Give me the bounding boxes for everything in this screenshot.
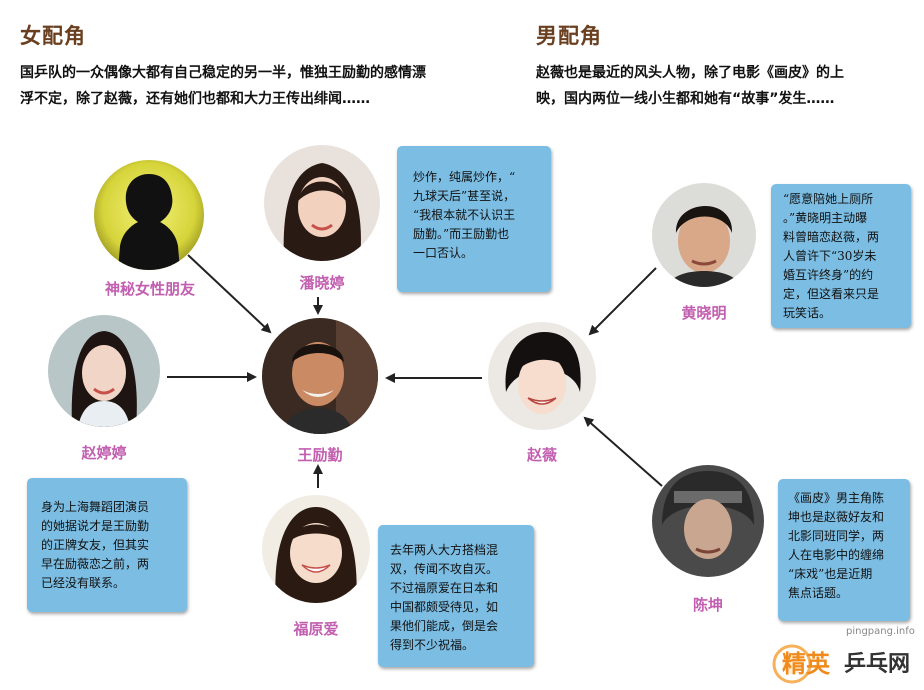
- wang-liqin-name: 王励勤: [297, 446, 343, 464]
- ping-pong-logo-icon: [772, 644, 812, 684]
- huang-xiaoming-note: “愿意陪她上厕所 。”黄晓明主动曝 料曾暗恋赵薇，两 人曾许下“30岁未 婚互许…: [771, 184, 911, 328]
- note-line: 身为上海舞蹈团演员: [41, 500, 150, 514]
- zhao-tingting-name: 赵婷婷: [81, 444, 127, 462]
- pan-xiaoting-name: 潘晓婷: [299, 274, 345, 292]
- huang-xiaoming-name: 黄晓明: [681, 304, 727, 322]
- note-line: 早在励薇恋之前，两: [41, 557, 150, 571]
- zhao-tingting-avatar: [48, 315, 160, 427]
- female-section-title: 女配角: [20, 24, 86, 48]
- male-section-desc: 赵薇也是最近的风头人物，除了电影《画皮》的上 映，国内两位一线小生都和她有“故事…: [536, 60, 916, 112]
- watermark-url: pingpang.info: [846, 626, 915, 637]
- note-line: 中国都颇受待见，如: [390, 600, 499, 614]
- note-line: 婚互许终身”的约: [783, 268, 874, 282]
- zhao-wei-avatar: [488, 322, 596, 430]
- site-logo: 精英 乒乓网: [770, 636, 920, 686]
- note-line: 炒作，纯属炒作，“: [413, 170, 516, 184]
- note-line: 《画皮》男主角陈: [788, 491, 885, 505]
- female-desc-line: 国乒队的一众偶像大都有自己稳定的另一半，惟独王励勤的感情漂: [20, 65, 426, 81]
- male-desc-line: 映，国内两位一线小生都和她有“故事”发生……: [536, 91, 835, 107]
- note-line: 。”黄晓明主动曝: [783, 211, 868, 225]
- fukuhara-ai-note: 去年两人大方搭档混 双，传闻不攻自灭。 不过福原爱在日本和 中国都颇受待见，如 …: [378, 525, 534, 667]
- male-section-title: 男配角: [536, 24, 602, 48]
- note-line: 励勤。”而王励勤也: [413, 227, 510, 241]
- note-line: 不过福原爱在日本和: [390, 581, 499, 595]
- logo-text-left: 精英: [782, 650, 830, 678]
- note-line: 九球天后”甚至说，: [413, 189, 516, 203]
- zhao-wei-name: 赵薇: [526, 446, 557, 464]
- note-line: 一口否认。: [413, 246, 474, 260]
- female-section-desc: 国乒队的一众偶像大都有自己稳定的另一半，惟独王励勤的感情漂 浮不定，除了赵薇，还…: [20, 60, 510, 112]
- note-line: 得到不少祝福。: [390, 638, 475, 652]
- note-line: “我根本就不认识王: [413, 208, 516, 222]
- chen-kun-name: 陈坤: [692, 596, 723, 614]
- chen-kun-avatar: [652, 465, 764, 577]
- male-desc-line: 赵薇也是最近的风头人物，除了电影《画皮》的上: [536, 65, 844, 81]
- arrow-chen-to-zhaowei: [583, 416, 663, 487]
- note-line: “愿意陪她上厕所: [783, 192, 874, 206]
- arrow-mystery-to-wang: [187, 254, 272, 334]
- mystery-friend-avatar: [94, 160, 204, 270]
- zhao-tingting-note: 身为上海舞蹈团演员 的她据说才是王励勤 的正牌女友，但其实 早在励薇恋之前，两 …: [27, 478, 187, 612]
- note-line: 定，但这看来只是: [783, 287, 880, 301]
- fukuhara-ai-name: 福原爱: [293, 620, 339, 638]
- note-line: 的她据说才是王励勤: [41, 519, 150, 533]
- note-line: 双，传闻不攻自灭。: [390, 562, 499, 576]
- huang-xiaoming-avatar: [652, 183, 756, 287]
- female-desc-line: 浮不定，除了赵薇，还有她们也都和大力王传出绯闻……: [20, 91, 370, 107]
- logo-text-right: 乒乓网: [844, 652, 911, 677]
- note-line: 北影同班同学，两: [788, 529, 885, 543]
- note-line: 的正牌女友，但其实: [41, 538, 150, 552]
- note-line: “床戏”也是近期: [788, 567, 873, 581]
- wang-liqin-avatar: [262, 318, 378, 434]
- note-line: 果他们能成，倒是会: [390, 619, 499, 633]
- pan-xiaoting-note: 炒作，纯属炒作，“ 九球天后”甚至说， “我根本就不认识王 励勤。”而王励勤也 …: [397, 146, 551, 292]
- note-line: 人曾许下“30岁未: [783, 249, 877, 263]
- pan-xiaoting-avatar: [264, 145, 380, 261]
- arrow-huang-to-zhaowei: [588, 267, 657, 336]
- note-line: 人在电影中的缠绵: [788, 548, 885, 562]
- note-line: 已经没有联系。: [41, 576, 126, 590]
- note-line: 玩笑话。: [783, 306, 832, 320]
- chen-kun-note: 《画皮》男主角陈 坤也是赵薇好友和 北影同班同学，两 人在电影中的缠绵 “床戏”…: [778, 479, 910, 621]
- note-line: 坤也是赵薇好友和: [788, 510, 885, 524]
- note-line: 去年两人大方搭档混: [390, 543, 499, 557]
- note-line: 料曾暗恋赵薇，两: [783, 230, 880, 244]
- mystery-friend-name: 神秘女性朋友: [104, 280, 195, 298]
- note-line: 焦点话题。: [788, 586, 849, 600]
- fukuhara-ai-avatar: [262, 495, 370, 603]
